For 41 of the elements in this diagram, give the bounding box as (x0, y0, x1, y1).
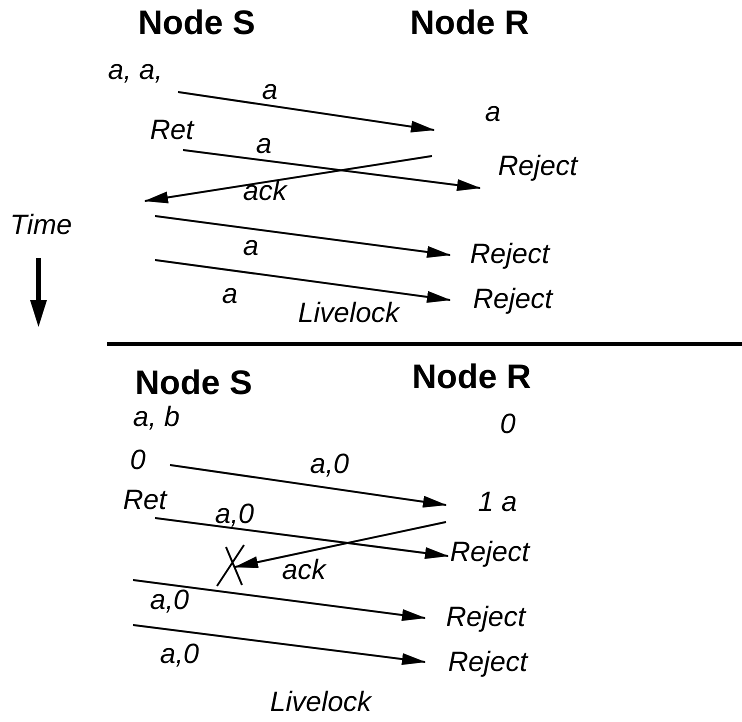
message-event-text: Reject (425, 648, 528, 676)
edge-label: a,0 (160, 640, 199, 668)
arrow (234, 521, 446, 568)
message-event-text: Reject (448, 538, 530, 566)
arrow (154, 259, 451, 303)
column-heading: Node R (410, 6, 529, 40)
arrow (132, 624, 426, 666)
message-event-text: 0 (130, 446, 168, 474)
arrow (154, 215, 451, 258)
column-heading: Node R (412, 360, 531, 394)
message-event-text: Ret (123, 486, 167, 518)
arrow (182, 149, 481, 192)
edge-label: a (243, 232, 259, 260)
arrow (170, 464, 447, 508)
edge-label: ack (282, 556, 326, 584)
arrow (132, 579, 426, 621)
annotation-text: a, b (133, 403, 180, 431)
message-event-text: Ret (150, 116, 194, 148)
annotation-text: 0 (500, 410, 516, 438)
column-heading: Node S (135, 366, 252, 400)
annotation-text: Time (10, 211, 72, 239)
message-event-text: Reject (425, 603, 526, 631)
message-event-text: Reject (480, 152, 578, 180)
edge-label: ack (243, 177, 287, 205)
column-heading: Node S (138, 6, 256, 40)
arrow (154, 517, 449, 559)
message-event-text: a (432, 98, 501, 154)
annotation-text: Livelock (270, 688, 372, 716)
message-event-text: 1 a (446, 488, 517, 520)
edge-label: a,0 (150, 586, 189, 614)
message-event-text: a, a, (108, 56, 162, 84)
annotation-text: Livelock (298, 299, 400, 327)
message-event-text: Reject (450, 240, 550, 268)
edge-label: a (262, 76, 278, 104)
edge-label: a,0 (215, 500, 254, 528)
edge-label: a,0 (310, 450, 349, 478)
arrow (178, 91, 435, 133)
arrow (144, 155, 432, 204)
edge-label: a (256, 130, 272, 158)
message-event-text: Reject (450, 285, 552, 313)
edge-label: a (222, 280, 238, 308)
